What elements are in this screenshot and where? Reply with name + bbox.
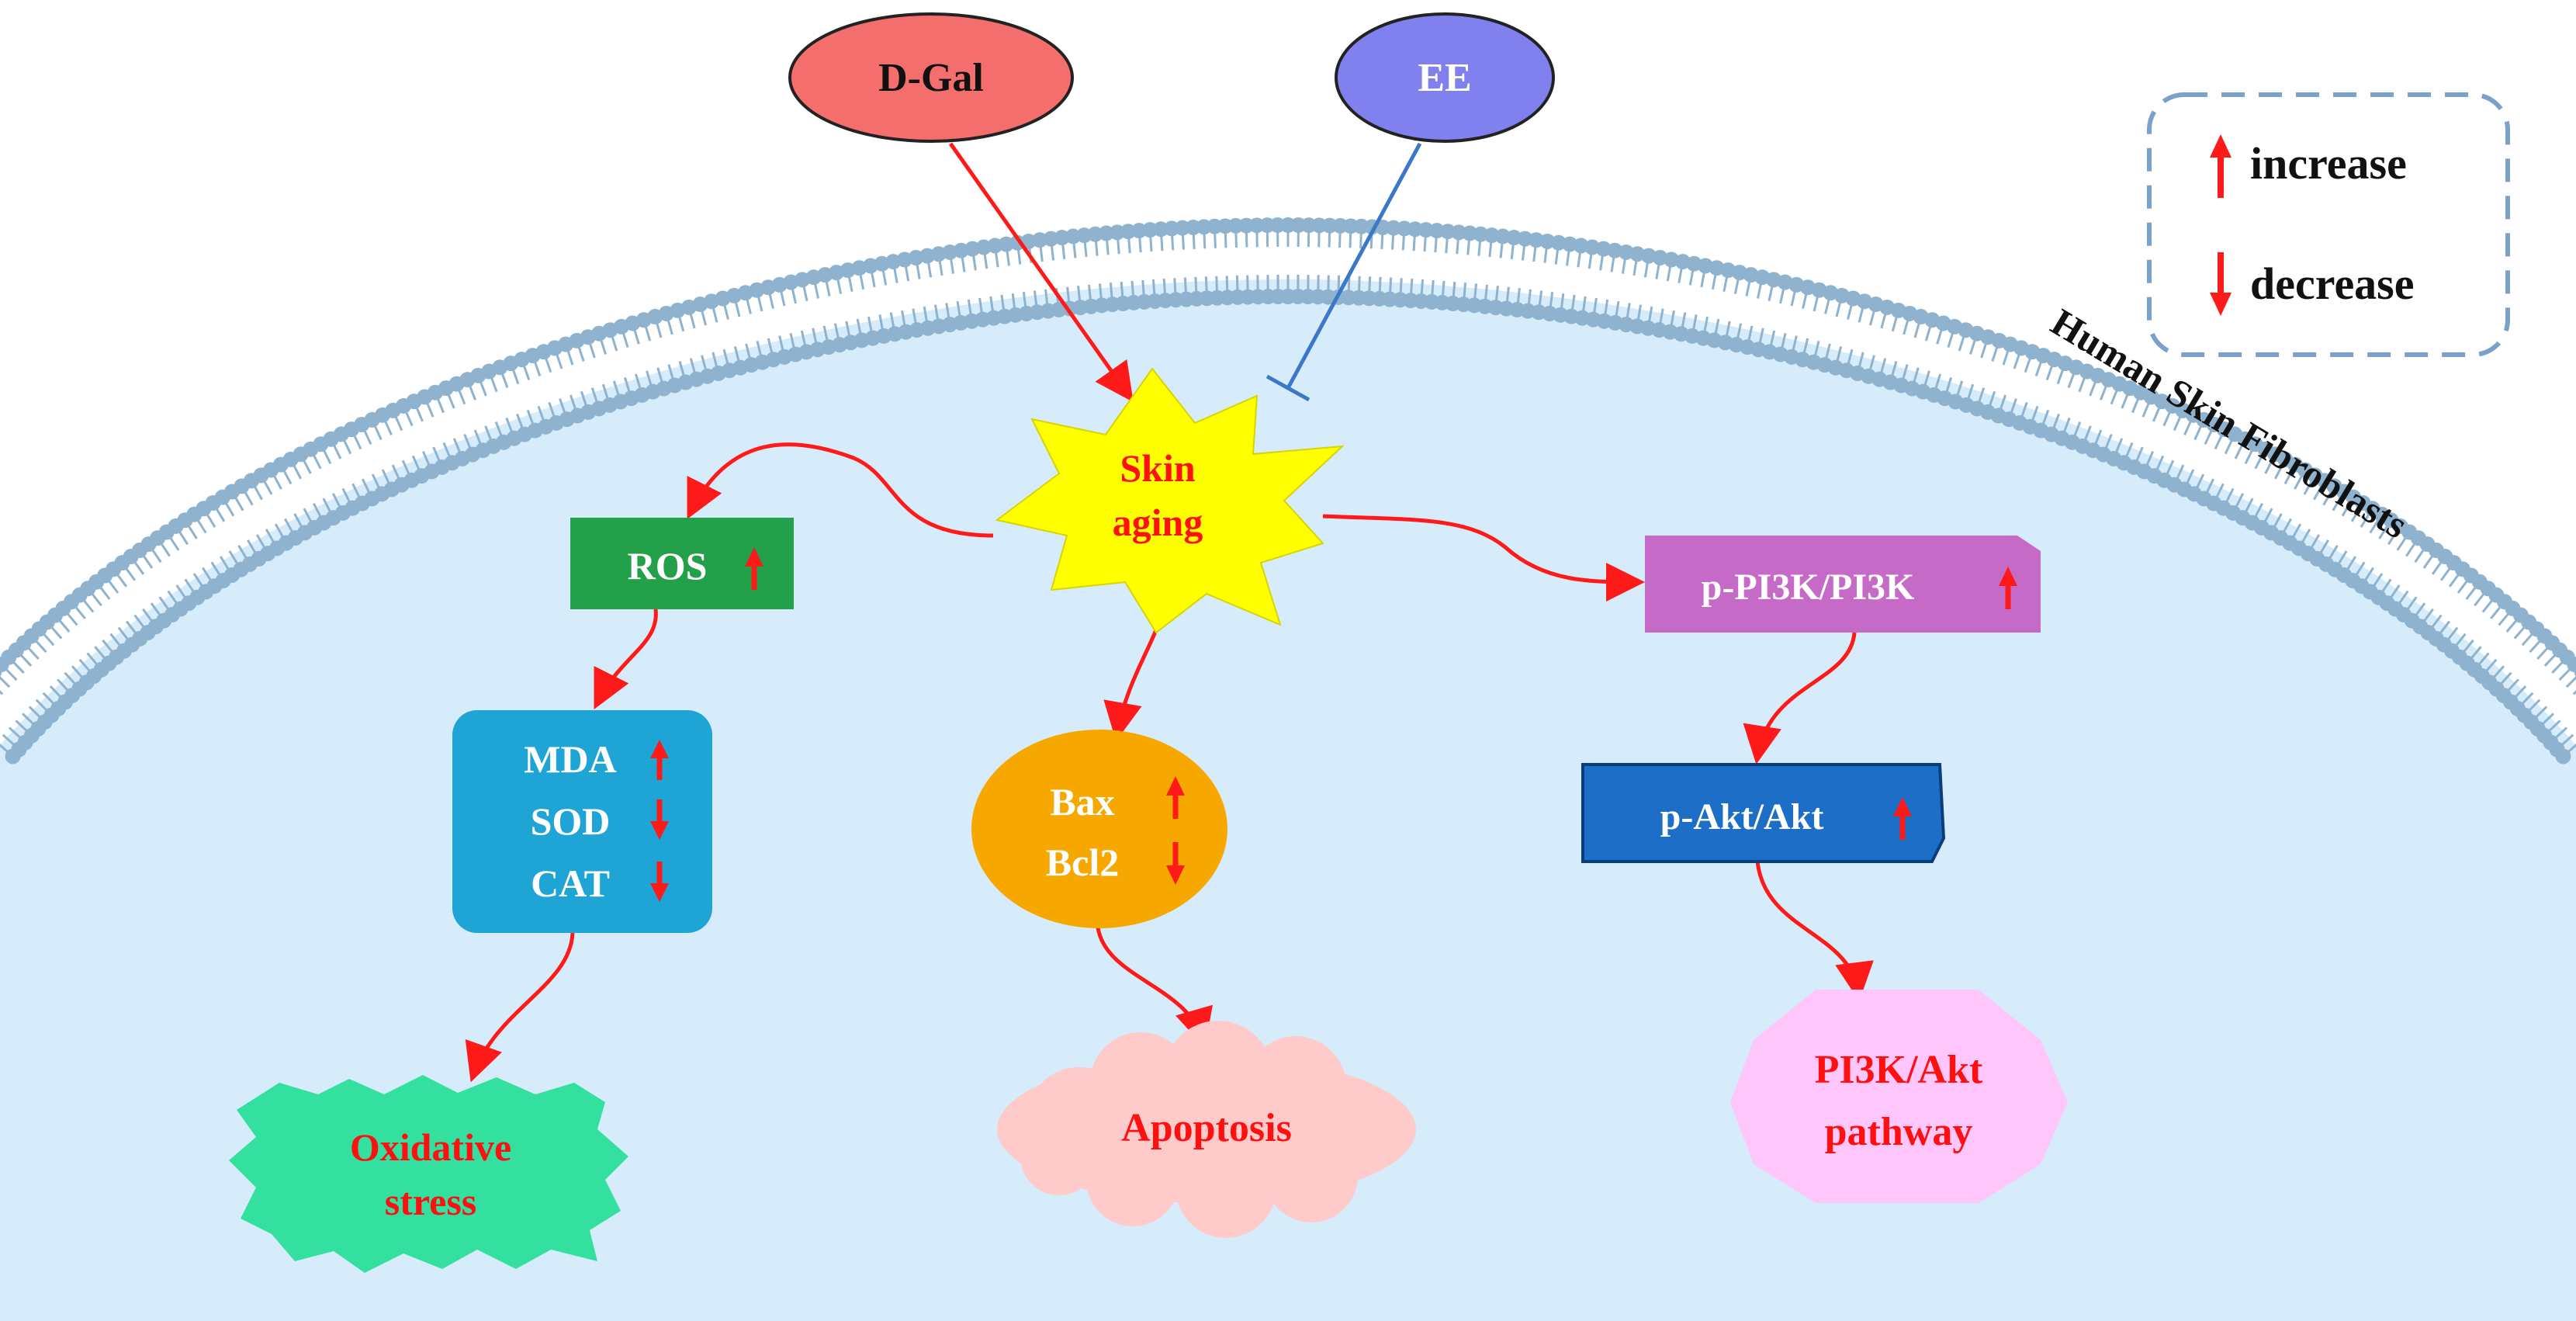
- legend: increase decrease: [2147, 92, 2510, 357]
- dgal-node: D-Gal: [788, 12, 1074, 143]
- pi3k-shape: [1645, 536, 2041, 633]
- pathway-node: PI3K/Akt pathway: [1730, 990, 2068, 1203]
- apoptosis-node: Apoptosis: [997, 1021, 1416, 1238]
- arrow-aging-to-pi3k: [1322, 514, 1645, 602]
- up-arrow-icon: [1166, 776, 1185, 819]
- up-arrow-icon: [1999, 567, 2017, 609]
- lipid-tail: [0, 676, 11, 688]
- arrow-aging-to-ros: [687, 442, 994, 538]
- bax-bcl2-node: Bax Bcl2: [971, 730, 1227, 928]
- skin-aging-label-line1: Skin: [1120, 446, 1196, 490]
- ee-node: EE: [1335, 12, 1555, 143]
- mda-sod-cat-node: MDA SOD CAT: [452, 710, 712, 933]
- ee-label: EE: [1418, 56, 1471, 100]
- oxidative-stress-node: Oxidative stress: [229, 1075, 628, 1273]
- lipid-head: [2555, 748, 2571, 765]
- bax-label: Bax: [1050, 780, 1114, 823]
- cat-label: CAT: [531, 862, 610, 905]
- skin-aging-node: Skin aging: [995, 367, 1345, 634]
- starburst-shape: [995, 367, 1345, 634]
- arrow-ros-to-mda: [594, 608, 658, 709]
- down-arrow-icon: [650, 799, 669, 840]
- apoptosis-label: Apoptosis: [1121, 1106, 1292, 1150]
- lipid-head: [2574, 667, 2576, 677]
- lipid-head: [2567, 657, 2576, 673]
- akt-node: p-Akt/Akt: [1581, 763, 1946, 863]
- up-arrow-icon: [1893, 797, 1912, 840]
- arrow-cat-to-oxidative: [465, 932, 575, 1083]
- pi3k-node: p-PI3K/PI3K: [1645, 536, 2041, 633]
- inhibit-line: [1286, 142, 1422, 390]
- cell-membrane: [0, 217, 2576, 765]
- dgal-label: D-Gal: [878, 56, 984, 100]
- arrow-pi3k-to-akt: [1743, 632, 1857, 765]
- bcl2-label: Bcl2: [1046, 841, 1119, 884]
- arrow-akt-to-pathway: [1755, 861, 1874, 1001]
- lipid-tail: [0, 690, 4, 695]
- down-arrow-icon: [1166, 842, 1185, 885]
- legend-decrease-label: decrease: [2250, 258, 2415, 309]
- skin-aging-label-line2: aging: [1113, 501, 1203, 544]
- legend-increase-label: increase: [2250, 138, 2407, 189]
- legend-box: [2147, 92, 2510, 357]
- ros-node: ROS: [570, 518, 794, 609]
- pathway-label-line2: pathway: [1825, 1110, 1973, 1154]
- akt-shape: [1581, 763, 1946, 863]
- sod-label: SOD: [531, 799, 611, 843]
- pathway-shape: [1730, 990, 2068, 1203]
- ros-label: ROS: [628, 544, 708, 588]
- akt-label: p-Akt/Akt: [1660, 796, 1824, 837]
- oxidative-shape: [229, 1075, 628, 1273]
- up-arrow-icon: [650, 740, 669, 780]
- up-arrow-icon: [2210, 134, 2231, 198]
- lipid-tail: [2565, 676, 2576, 688]
- mda-label: MDA: [524, 737, 616, 781]
- pi3k-label: p-PI3K/PI3K: [1702, 567, 1915, 608]
- inhibit-bar: [1265, 374, 1311, 402]
- down-arrow-icon: [650, 862, 669, 902]
- oxidative-label-line1: Oxidative: [350, 1125, 511, 1169]
- oxidative-label-line2: stress: [385, 1180, 477, 1223]
- pathway-label-line1: PI3K/Akt: [1815, 1048, 1983, 1092]
- inhibition: [1265, 142, 1422, 402]
- arrow-bcl2-to-apoptosis: [1096, 927, 1213, 1048]
- down-arrow-icon: [2210, 252, 2231, 316]
- arrow-dgal-to-aging: [948, 142, 1134, 403]
- up-arrow-icon: [745, 547, 763, 590]
